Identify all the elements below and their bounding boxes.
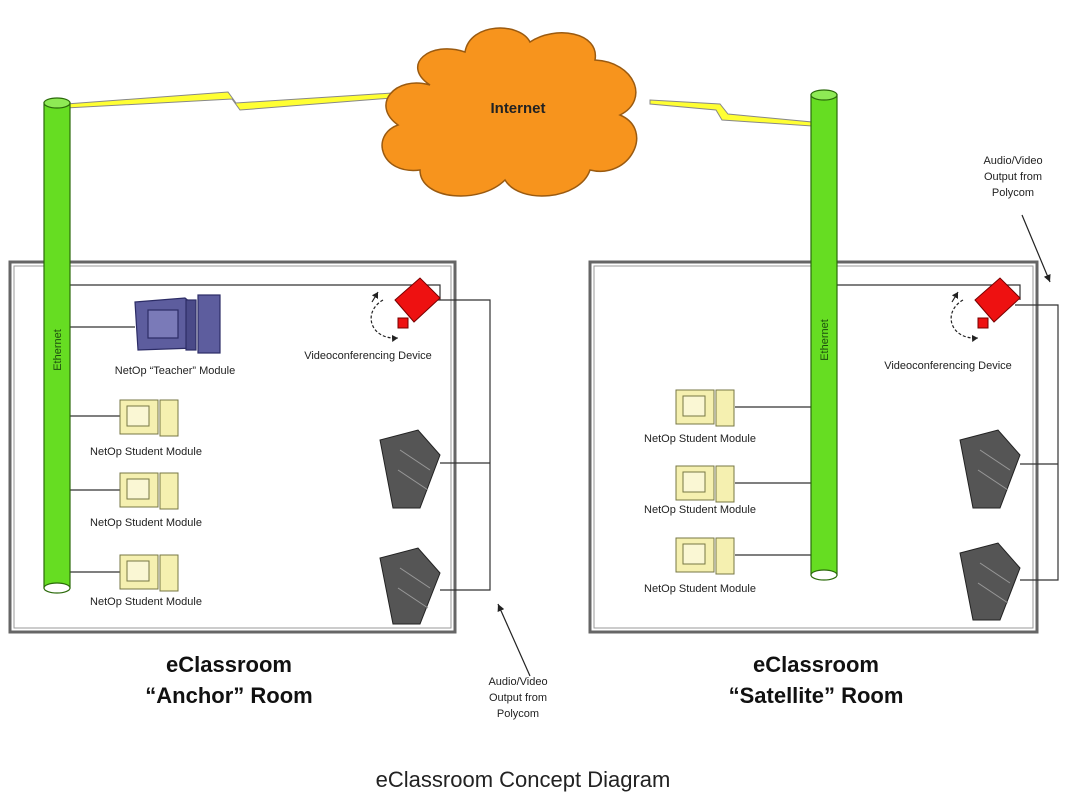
camera-icon [370, 277, 441, 343]
speaker-icon [959, 542, 1021, 621]
av-output-annotation-left: Audio/Video Output from Polycom [488, 603, 548, 720]
internet-label: Internet [490, 100, 545, 117]
student-workstation-icon [119, 472, 179, 510]
anchor-video-device-label: Videoconferencing Device [304, 350, 432, 362]
student-workstation-icon [675, 465, 735, 503]
student-workstation-icon [675, 537, 735, 575]
ethernet-label-right: Ethernet [819, 319, 831, 361]
speaker-icon [379, 547, 441, 625]
anchor-student-module-label-1: NetOp Student Module [90, 446, 202, 458]
speaker-icon [379, 429, 441, 509]
lightning-bolt-left [65, 91, 393, 111]
av-output-left-line-1: Audio/Video [488, 676, 547, 688]
anchor-room-title-line-1: eClassroom [166, 652, 292, 677]
student-workstation-icon [675, 389, 735, 427]
ethernet-pole-right: Ethernet [810, 89, 838, 581]
student-workstation-icon [119, 399, 179, 437]
satellite-room-title-line-1: eClassroom [753, 652, 879, 677]
av-output-annotation-right: Audio/Video Output from Polycom [983, 155, 1051, 283]
student-workstation-icon [119, 554, 179, 592]
teacher-module-label: NetOp “Teacher” Module [115, 365, 235, 377]
anchor-room-box [8, 260, 457, 634]
anchor-student-module-label-3: NetOp Student Module [90, 596, 202, 608]
av-output-left-line-3: Polycom [497, 708, 539, 720]
satellite-student-module-label-2: NetOp Student Module [644, 504, 756, 516]
satellite-room-title-line-2: “Satellite” Room [729, 683, 904, 708]
anchor-room-title-line-2: “Anchor” Room [145, 683, 312, 708]
internet-cloud: Internet [381, 27, 638, 197]
anchor-student-module-label-2: NetOp Student Module [90, 517, 202, 529]
lightning-bolt-right [649, 99, 813, 127]
teacher-workstation-icon [134, 294, 221, 354]
ethernet-label-left: Ethernet [52, 329, 64, 371]
satellite-connections [735, 284, 1059, 581]
speaker-icon [959, 429, 1021, 509]
av-output-right-line-3: Polycom [992, 187, 1034, 199]
satellite-student-module-label-3: NetOp Student Module [644, 583, 756, 595]
av-output-right-line-1: Audio/Video [983, 155, 1042, 167]
ethernet-pole-left: Ethernet [43, 97, 71, 594]
satellite-student-module-label-1: NetOp Student Module [644, 433, 756, 445]
camera-icon [950, 277, 1021, 343]
diagram-caption: eClassroom Concept Diagram [376, 767, 671, 792]
av-output-right-line-2: Output from [984, 171, 1042, 183]
satellite-video-device-label: Videoconferencing Device [884, 360, 1012, 372]
av-output-left-line-2: Output from [489, 692, 547, 704]
